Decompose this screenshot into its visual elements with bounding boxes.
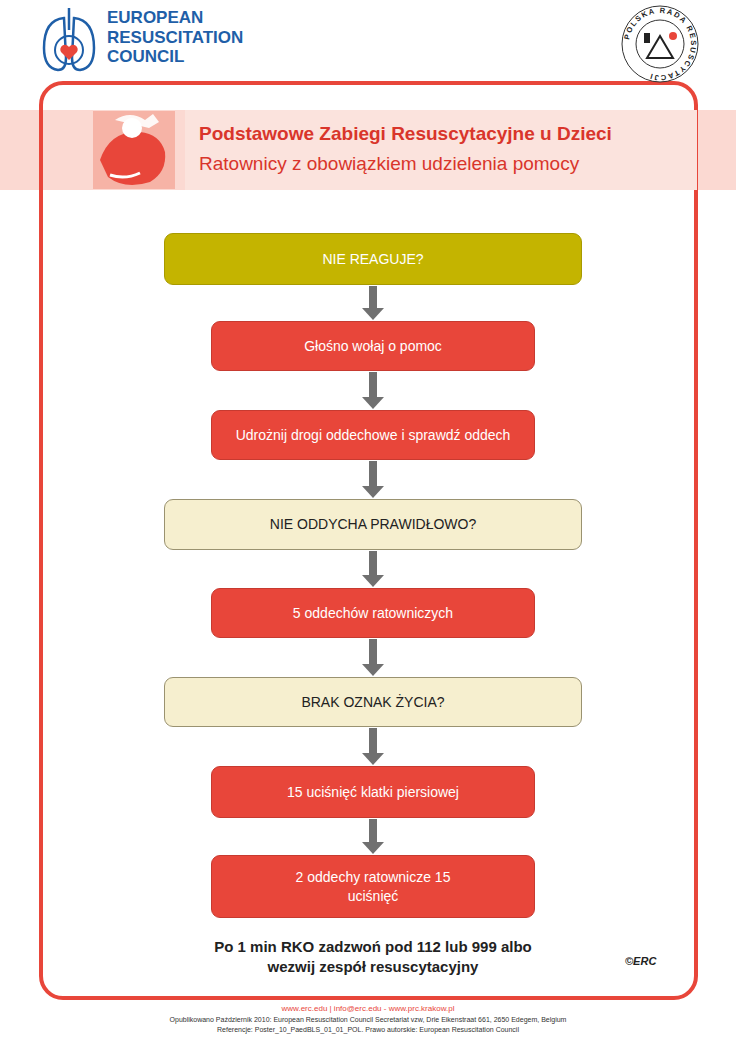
erc-logo-text: EUROPEAN RESUSCITATION COUNCIL bbox=[107, 8, 257, 67]
poster-subtitle: Ratownicy z obowiązkiem udzielenia pomoc… bbox=[199, 153, 689, 175]
flow-arrow bbox=[362, 286, 384, 320]
copyright-mark: ©ERC bbox=[625, 955, 656, 967]
action-box: 5 oddechów ratowniczych bbox=[211, 588, 535, 638]
box-text: 2 oddechy ratownicze 15 uciśnięć bbox=[278, 868, 468, 906]
footer-reference: Referencje: Poster_10_PaedBLS_01_01_POL.… bbox=[0, 1026, 736, 1033]
question-box: NIE ODDYCHA PRAWIDŁOWO? bbox=[164, 499, 582, 550]
flow-arrow bbox=[362, 461, 384, 498]
action-box: Udrożnij drogi oddechowe i sprawdź oddec… bbox=[211, 410, 535, 460]
header-title-ground bbox=[185, 110, 697, 190]
box-text: 15 uciśnięć klatki piersiowej bbox=[287, 783, 459, 802]
outer-frame bbox=[41, 83, 696, 998]
prc-logo bbox=[622, 6, 698, 82]
instruction-note: Po 1 min RKO zadzwoń pod 112 lub 999 alb… bbox=[190, 937, 556, 976]
footer-publication: Opublikowano Październik 2010: European … bbox=[0, 1016, 736, 1023]
flow-arrow bbox=[362, 819, 384, 854]
header-icon bbox=[93, 111, 175, 189]
box-text: Udrożnij drogi oddechowe i sprawdź oddec… bbox=[236, 426, 511, 445]
prc-logo-text: POLSKA RADA RESUSCYTACJI bbox=[622, 6, 698, 82]
box-text: BRAK OZNAK ŻYCIA? bbox=[301, 693, 444, 712]
box-text: NIE ODDYCHA PRAWIDŁOWO? bbox=[270, 515, 476, 534]
question-box: BRAK OZNAK ŻYCIA? bbox=[164, 677, 582, 727]
flow-arrow bbox=[362, 639, 384, 676]
flow-arrow bbox=[362, 372, 384, 409]
erc-logo bbox=[44, 8, 94, 70]
flow-arrow bbox=[362, 728, 384, 765]
box-text: Głośno wołaj o pomoc bbox=[304, 337, 442, 356]
poster-title: Podstawowe Zabiegi Resuscytacyjne u Dzie… bbox=[199, 123, 689, 145]
action-box: 15 uciśnięć klatki piersiowej bbox=[211, 766, 535, 818]
child-resuscitation-icon bbox=[100, 114, 165, 185]
footer-links: www.erc.edu | info@erc.edu - www.prc.kra… bbox=[0, 1004, 736, 1013]
flow-arrow bbox=[362, 551, 384, 587]
action-box: Głośno wołaj o pomoc bbox=[211, 321, 535, 371]
header-band bbox=[0, 110, 736, 190]
svg-text:POLSKA RADA RESUSCYTACJI: POLSKA RADA RESUSCYTACJI bbox=[622, 6, 698, 82]
box-text: 5 oddechów ratowniczych bbox=[293, 604, 453, 623]
box-text: NIE REAGUJE? bbox=[322, 250, 423, 269]
action-box: 2 oddechy ratownicze 15 uciśnięć bbox=[211, 855, 535, 918]
start-question-box: NIE REAGUJE? bbox=[164, 233, 582, 285]
prc-logo-ring-text: POLSKA RADA RESUSCYTACJI bbox=[620, 4, 700, 84]
